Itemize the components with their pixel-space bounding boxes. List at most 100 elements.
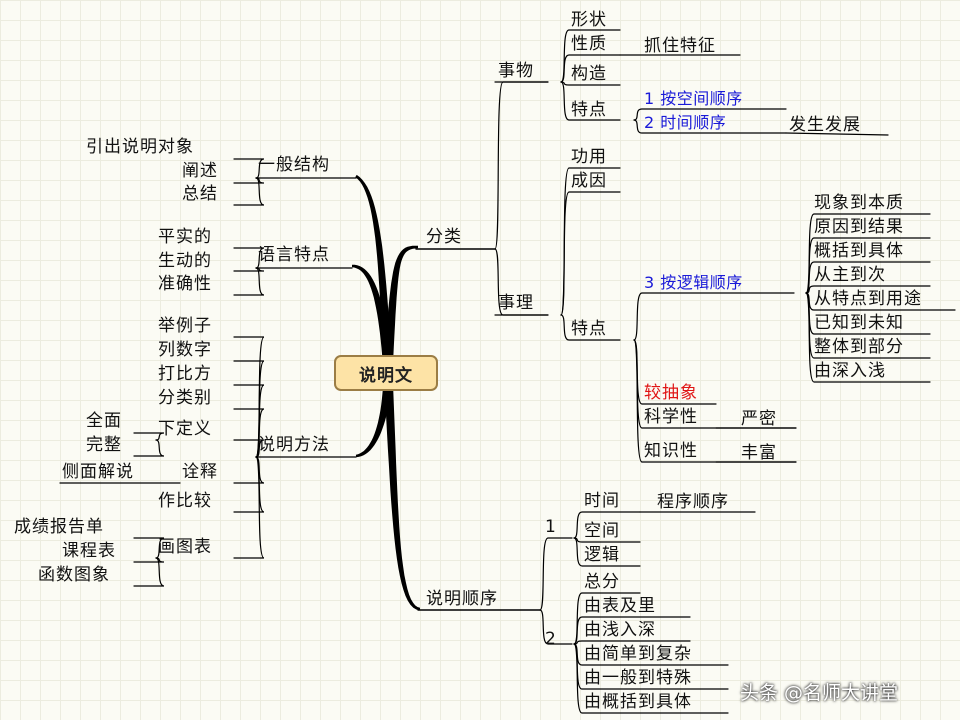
branch-line xyxy=(233,247,265,269)
chart-sub-item: 函数图象 xyxy=(38,565,110,585)
branch-line xyxy=(233,456,265,559)
branch-line xyxy=(233,439,265,458)
define-sub-item: 全面 xyxy=(86,411,122,431)
watermark-text: 头条 @名师大讲堂 xyxy=(740,682,899,704)
order-group-2-item: 总分 xyxy=(584,572,620,592)
branch-category xyxy=(383,245,418,374)
branch-line xyxy=(805,261,931,294)
thing-item: 构造 xyxy=(571,64,607,84)
logic-item: 原因到结果 xyxy=(814,217,904,237)
logic-item: 从主到次 xyxy=(814,265,886,285)
branch-methods xyxy=(355,372,393,458)
method-item: 画图表 xyxy=(158,537,212,557)
branch-line xyxy=(560,191,621,316)
branch-line xyxy=(560,314,621,341)
time-order: 2 时间顺序 xyxy=(644,113,727,132)
time-order-sub-line xyxy=(785,132,889,136)
method-item: 分类别 xyxy=(158,388,212,408)
order-label: 说明顺序 xyxy=(426,589,498,609)
logic-item: 整体到部分 xyxy=(814,337,904,357)
branch-line xyxy=(233,177,265,206)
branch-line xyxy=(233,177,265,184)
logic-order: 3 按逻辑顺序 xyxy=(644,273,743,292)
branch-language xyxy=(352,264,393,374)
branch-line xyxy=(539,537,573,611)
abstract-label: 较抽象 xyxy=(644,383,698,403)
order-group-1-item: 空间 xyxy=(584,521,620,541)
chart-sub-item: 课程表 xyxy=(62,541,116,561)
nature-sub: 抓住特征 xyxy=(644,36,716,56)
branch-line xyxy=(633,339,797,463)
logic-item: 概括到具体 xyxy=(814,241,904,261)
method-item: 诠释 xyxy=(182,462,218,482)
language-item: 准确性 xyxy=(158,274,212,294)
branch-line xyxy=(633,119,787,134)
thing-item: 形状 xyxy=(571,10,607,30)
knowledge-label: 知识性 xyxy=(644,441,698,461)
chart-sub-item: 成绩报告单 xyxy=(14,517,104,537)
structure-item: 总结 xyxy=(182,184,218,204)
logic-item: 由深入浅 xyxy=(814,361,886,381)
branch-line xyxy=(573,511,641,539)
knowledge-sub: 丰富 xyxy=(741,443,777,463)
methods-label: 说明方法 xyxy=(258,435,330,455)
thing-label: 事物 xyxy=(498,61,534,81)
branch-line xyxy=(133,557,165,587)
branch-order xyxy=(383,372,420,611)
reason-item: 功用 xyxy=(571,147,607,167)
root-node: 说明文 xyxy=(334,355,438,391)
order-time-sub: 程序顺序 xyxy=(657,492,729,512)
spatial-order: 1 按空间顺序 xyxy=(644,89,743,108)
branch-line xyxy=(560,54,621,83)
order-group-2-label: 2 xyxy=(545,629,557,649)
order-group-2-item: 由一般到特殊 xyxy=(584,668,692,688)
logic-item: 已知到未知 xyxy=(814,313,904,333)
branch-line xyxy=(573,616,691,645)
order-group-2-item: 由简单到复杂 xyxy=(584,644,692,664)
branch-line xyxy=(233,158,265,179)
order-group-1-item: 逻辑 xyxy=(584,545,620,565)
language-item: 平实的 xyxy=(158,227,212,247)
branch-line xyxy=(494,81,549,250)
branch-line xyxy=(633,292,795,341)
structure-label: 一般结构 xyxy=(258,155,330,175)
branch-line xyxy=(805,292,931,383)
language-item: 生动的 xyxy=(158,251,212,271)
branch-line xyxy=(633,108,787,121)
branch-line xyxy=(133,537,165,559)
method-item: 下定义 xyxy=(158,419,212,439)
branch-line xyxy=(560,81,621,121)
branch-line xyxy=(233,267,265,296)
science-sub: 严密 xyxy=(741,409,777,429)
branch-line xyxy=(133,439,165,457)
method-item: 列数字 xyxy=(158,340,212,360)
logic-item: 从特点到用途 xyxy=(814,289,922,309)
language-label: 语言特点 xyxy=(258,245,330,265)
branch-line xyxy=(539,609,573,645)
branch-line xyxy=(133,557,165,563)
category-label: 分类 xyxy=(426,227,462,247)
structure-item: 阐述 xyxy=(182,161,218,181)
branch-line xyxy=(233,408,265,458)
method-item: 打比方 xyxy=(158,364,212,384)
define-sub-item: 完整 xyxy=(86,435,122,455)
logic-item: 现象到本质 xyxy=(814,193,904,213)
order-group-1-item: 时间 xyxy=(584,491,620,511)
time-order-sub: 发生发展 xyxy=(789,115,861,135)
order-group-2-item: 由概括到具体 xyxy=(584,692,692,712)
order-group-2-item: 由表及里 xyxy=(584,596,656,616)
order-group-2-item: 由浅入深 xyxy=(584,620,656,640)
thing-item: 特点 xyxy=(571,100,607,120)
reason-item: 成因 xyxy=(571,171,607,191)
reason-item: 特点 xyxy=(571,319,607,339)
method-item: 举例子 xyxy=(158,316,212,336)
explain-sub-item: 侧面解说 xyxy=(62,462,134,482)
structure-item: 引出说明对象 xyxy=(86,137,194,157)
branch-line xyxy=(573,537,641,567)
thing-item: 性质 xyxy=(571,34,607,54)
branch-line xyxy=(573,643,729,714)
method-item: 作比较 xyxy=(158,491,212,511)
order-group-1-label: 1 xyxy=(545,517,557,537)
